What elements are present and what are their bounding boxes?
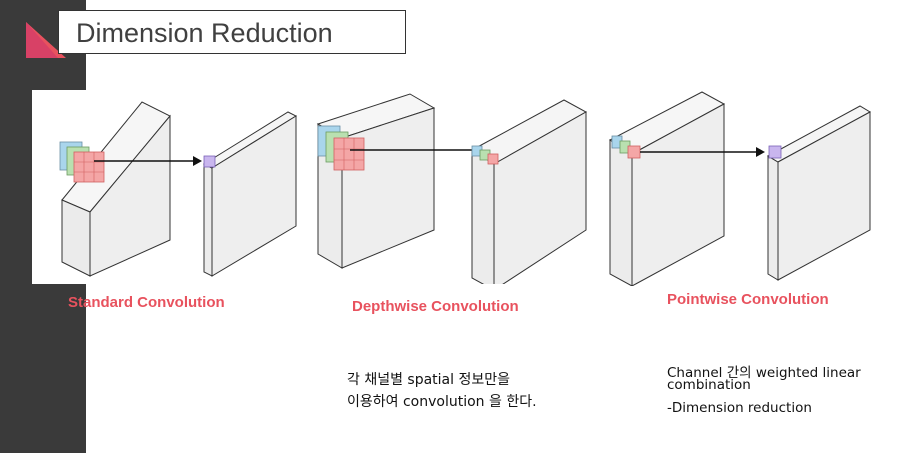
- pointwise-kernel-icon: [611, 135, 641, 159]
- standard-convolution-label: Standard Convolution: [68, 294, 225, 311]
- depthwise-description-line2: 이용하여 convolution 을 한다.: [347, 394, 537, 410]
- depthwise-convolution-label: Depthwise Convolution: [352, 298, 519, 315]
- pointwise-description-line1: Channel 간의 weighted linear: [667, 365, 861, 381]
- kernel-cube-icon: [59, 141, 105, 183]
- pointwise-description-line2: combination: [667, 377, 751, 393]
- output-pixel-icon: [768, 145, 782, 159]
- depthwise-conv-diagram: [316, 93, 588, 284]
- standard-conv-panel: [32, 90, 312, 284]
- standard-conv-diagram: [59, 101, 298, 277]
- pointwise-convolution-label: Pointwise Convolution: [667, 291, 829, 308]
- kernel-cube-icon: [317, 125, 365, 171]
- output-pixel-icon: [203, 155, 216, 168]
- slide-corner-logo: [26, 22, 66, 58]
- depthwise-description-line1: 각 채널별 spatial 정보만을: [347, 372, 510, 388]
- pointwise-description-line3: -Dimension reduction: [667, 400, 812, 416]
- output-depth-pixels-icon: [471, 145, 499, 165]
- pointwise-conv-panel: [606, 86, 896, 286]
- depthwise-conv-panel: [314, 90, 594, 284]
- page-title: Dimension Reduction: [76, 18, 333, 48]
- title-box: Dimension Reduction: [58, 10, 406, 54]
- pointwise-conv-diagram: [609, 91, 872, 286]
